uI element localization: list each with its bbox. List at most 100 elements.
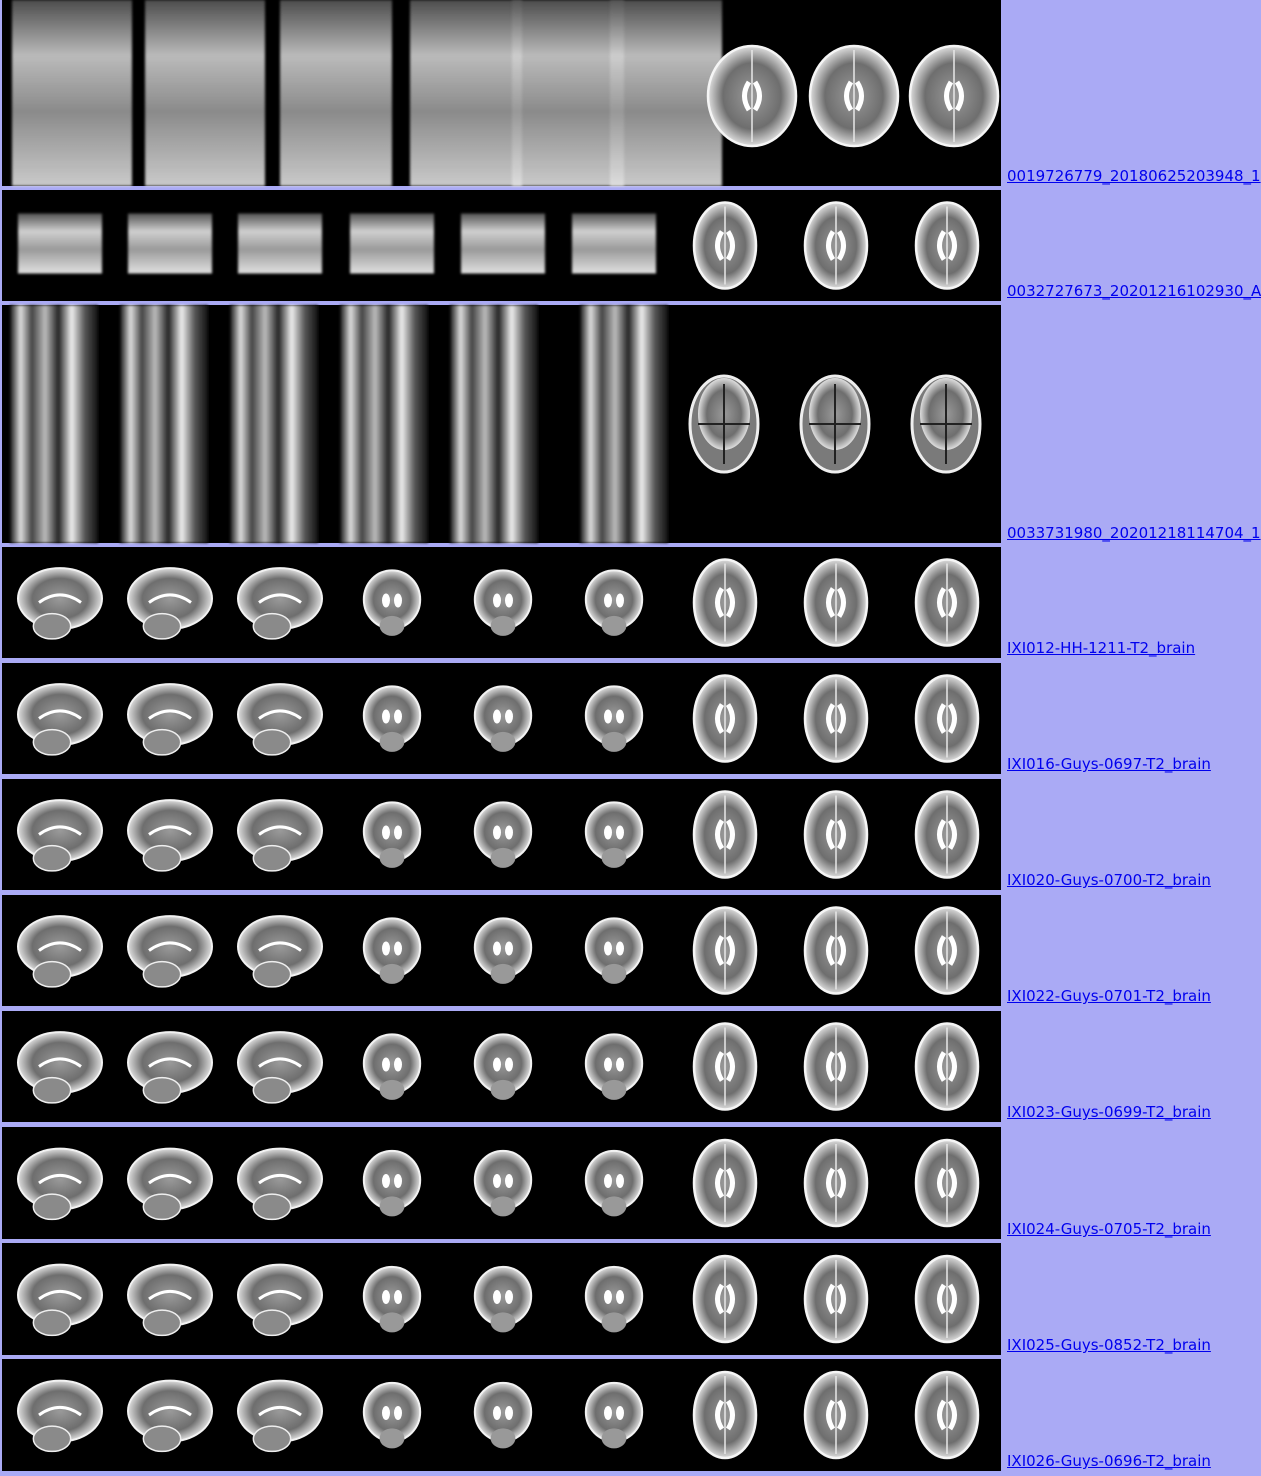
gallery-row: IXI012-HH-1211-T2_brain bbox=[0, 547, 1246, 658]
slice-strip-image bbox=[2, 895, 1001, 1006]
slice-2-sagittal bbox=[237, 799, 323, 872]
slice-2-sagittal bbox=[237, 915, 323, 988]
gallery-row: IXI022-Guys-0701-T2_brain bbox=[0, 895, 1246, 1006]
gallery-row: 0032727673_20201216102930_A bbox=[0, 190, 1261, 301]
slice-8-axial bbox=[914, 674, 980, 763]
slice-4-coronal bbox=[473, 1149, 533, 1217]
slice-8-axial bbox=[914, 1370, 980, 1460]
slice-3-coronal bbox=[362, 569, 422, 636]
gallery-row: IXI023-Guys-0699-T2_brain bbox=[0, 1011, 1246, 1122]
slice-5-coronal bbox=[584, 1381, 644, 1449]
slice-6-coronal-head bbox=[688, 374, 760, 474]
slice-7-axial bbox=[803, 790, 869, 879]
slice-5-coronal bbox=[584, 917, 644, 984]
slice-0-sagittal bbox=[17, 915, 103, 988]
slice-strip-image bbox=[2, 305, 1001, 543]
slice-strip-image bbox=[2, 190, 1001, 301]
slice-3-stretched bbox=[410, 0, 522, 186]
slice-5-coronal bbox=[584, 1265, 644, 1333]
slice-7-axial bbox=[803, 1370, 869, 1460]
slice-3-coronal bbox=[362, 917, 422, 984]
scan-link[interactable]: 0033731980_20201218114704_1 bbox=[1007, 524, 1261, 542]
scan-link[interactable]: IXI026-Guys-0696-T2_brain bbox=[1007, 1452, 1211, 1470]
slice-strip-image bbox=[2, 0, 1001, 186]
slice-0-sagittal bbox=[17, 1263, 103, 1337]
slice-4-coronal bbox=[461, 213, 545, 274]
gallery-row: IXI016-Guys-0697-T2_brain bbox=[0, 663, 1246, 774]
slice-6-axial bbox=[692, 674, 758, 763]
gallery-row: IXI024-Guys-0705-T2_brain bbox=[0, 1127, 1246, 1239]
slice-6-axial bbox=[692, 558, 758, 647]
slice-2-stretched bbox=[280, 0, 392, 186]
slice-strip-image bbox=[2, 779, 1001, 890]
gallery-row: IXI020-Guys-0700-T2_brain bbox=[0, 779, 1246, 890]
slice-6-axial bbox=[692, 790, 758, 879]
scan-link[interactable]: IXI016-Guys-0697-T2_brain bbox=[1007, 755, 1211, 773]
slice-strip-image bbox=[2, 1243, 1001, 1355]
slice-7-coronal-head bbox=[799, 374, 871, 474]
slice-6-axial bbox=[692, 1022, 758, 1111]
scan-link[interactable]: IXI025-Guys-0852-T2_brain bbox=[1007, 1336, 1211, 1354]
slice-4-coronal bbox=[473, 917, 533, 984]
slice-3-stretched bbox=[340, 305, 428, 543]
slice-1-sagittal bbox=[128, 213, 212, 274]
slice-3-coronal bbox=[350, 213, 434, 274]
slice-4-stretched bbox=[450, 305, 538, 543]
slice-4-coronal bbox=[473, 685, 533, 752]
slice-1-sagittal bbox=[127, 683, 213, 756]
slice-2-sagittal bbox=[237, 1147, 323, 1221]
slice-4-coronal bbox=[473, 801, 533, 868]
scan-link[interactable]: IXI024-Guys-0705-T2_brain bbox=[1007, 1220, 1211, 1238]
slice-2-stretched bbox=[230, 305, 318, 543]
slice-4-coronal bbox=[473, 569, 533, 636]
gallery-row: IXI026-Guys-0696-T2_brain bbox=[0, 1359, 1246, 1471]
scan-link[interactable]: IXI012-HH-1211-T2_brain bbox=[1007, 639, 1196, 657]
slice-strip-image bbox=[2, 1359, 1001, 1471]
slice-7-axial bbox=[808, 44, 900, 148]
slice-1-stretched bbox=[120, 305, 208, 543]
slice-2-sagittal bbox=[237, 1031, 323, 1104]
slice-8-axial bbox=[914, 201, 980, 290]
scan-link[interactable]: IXI023-Guys-0699-T2_brain bbox=[1007, 1103, 1211, 1121]
slice-6-axial bbox=[706, 44, 798, 148]
scan-link[interactable]: IXI022-Guys-0701-T2_brain bbox=[1007, 987, 1211, 1005]
slice-7-axial bbox=[803, 1022, 869, 1111]
slice-6-axial bbox=[692, 1370, 758, 1460]
slice-7-axial bbox=[803, 674, 869, 763]
slice-5-stretched bbox=[580, 305, 668, 543]
slice-4-coronal bbox=[473, 1033, 533, 1100]
slice-0-sagittal bbox=[17, 1379, 103, 1453]
slice-strip-image bbox=[2, 547, 1001, 658]
slice-5-coronal bbox=[584, 685, 644, 752]
slice-0-stretched bbox=[10, 305, 98, 543]
slice-1-sagittal bbox=[127, 915, 213, 988]
slice-3-coronal bbox=[362, 801, 422, 868]
slice-2-sagittal bbox=[238, 213, 322, 274]
slice-7-axial bbox=[803, 906, 869, 995]
slice-7-axial bbox=[803, 201, 869, 290]
slice-5-coronal bbox=[584, 569, 644, 636]
slice-6-axial bbox=[692, 906, 758, 995]
gallery-row: IXI025-Guys-0852-T2_brain bbox=[0, 1243, 1246, 1355]
slice-3-coronal bbox=[362, 1381, 422, 1449]
gallery-row: 0033731980_20201218114704_1 bbox=[0, 305, 1261, 543]
slice-1-sagittal bbox=[127, 799, 213, 872]
scan-link[interactable]: 0019726779_20180625203948_1 bbox=[1007, 167, 1261, 185]
scan-link[interactable]: 0032727673_20201216102930_A bbox=[1007, 282, 1261, 300]
slice-6-axial bbox=[692, 1254, 758, 1344]
scan-link[interactable]: IXI020-Guys-0700-T2_brain bbox=[1007, 871, 1211, 889]
slice-1-sagittal bbox=[127, 1147, 213, 1221]
slice-3-coronal bbox=[362, 1033, 422, 1100]
slice-6-axial bbox=[692, 1138, 758, 1228]
slice-8-axial bbox=[914, 790, 980, 879]
slice-0-sagittal bbox=[17, 683, 103, 756]
slice-8-axial bbox=[914, 1138, 980, 1228]
slice-2-sagittal bbox=[237, 567, 323, 640]
slice-strip-image bbox=[2, 1011, 1001, 1122]
slice-7-axial bbox=[803, 1254, 869, 1344]
slice-8-axial bbox=[914, 558, 980, 647]
slice-5-coronal bbox=[584, 1149, 644, 1217]
slice-strip-image bbox=[2, 1127, 1001, 1239]
slice-5-coronal bbox=[572, 213, 656, 274]
slice-8-axial bbox=[914, 1022, 980, 1111]
